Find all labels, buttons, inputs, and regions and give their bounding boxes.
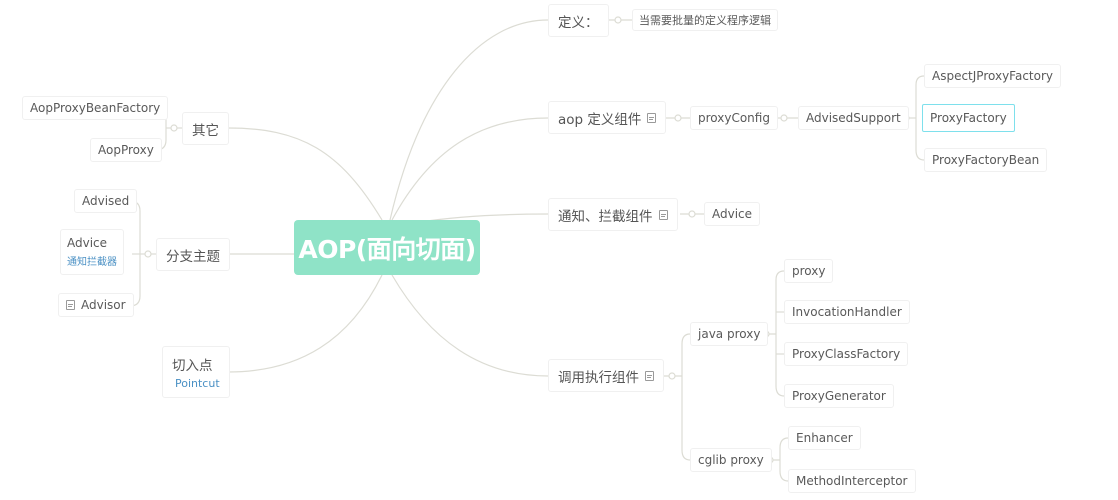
invocation-handler-node[interactable]: InvocationHandler (784, 300, 910, 324)
enhancer-node[interactable]: Enhancer (788, 426, 861, 450)
advice-label: Advice (712, 207, 753, 221)
aop-proxy-label: AopProxy (98, 143, 154, 157)
advised-support-label: AdvisedSupport (806, 111, 901, 125)
definition-child-label: 当需要批量的定义程序逻辑 (639, 14, 771, 27)
others-label: 其它 (192, 122, 219, 139)
proxy-factory-bean-node[interactable]: ProxyFactoryBean (924, 148, 1048, 172)
proxy-node[interactable]: proxy (784, 259, 834, 283)
invocation-handler-label: InvocationHandler (792, 305, 902, 319)
proxy-factory-node[interactable]: ProxyFactory (922, 104, 1015, 132)
pointcut-sublabel: Pointcut (175, 377, 220, 390)
proxy-class-factory-node[interactable]: ProxyClassFactory (784, 342, 909, 366)
cglib-proxy-node[interactable]: cglib proxy (690, 448, 772, 472)
aop-components-label: aop 定义组件 (558, 111, 642, 128)
cglib-proxy-label: cglib proxy (698, 453, 764, 467)
enhancer-label: Enhancer (796, 431, 853, 445)
advice-interceptor-label: Advice (67, 236, 108, 250)
note-icon[interactable] (66, 300, 75, 310)
proxy-class-factory-label: ProxyClassFactory (792, 347, 901, 361)
branch-subject-node[interactable]: 分支主题 (156, 238, 230, 271)
definition-child-node[interactable]: 当需要批量的定义程序逻辑 (632, 9, 778, 31)
advice-components-node[interactable]: 通知、拦截组件 (548, 198, 678, 231)
note-icon[interactable] (645, 370, 654, 381)
definition-label: 定义： (558, 14, 599, 31)
proxy-factory-label: ProxyFactory (930, 111, 1007, 125)
aop-components-node[interactable]: aop 定义组件 (548, 101, 667, 134)
method-interceptor-node[interactable]: MethodInterceptor (788, 469, 916, 493)
proxy-generator-node[interactable]: ProxyGenerator (784, 384, 894, 408)
advice-components-label: 通知、拦截组件 (558, 208, 653, 225)
aspectj-proxy-factory-node[interactable]: AspectJProxyFactory (924, 64, 1062, 88)
proxy-label: proxy (792, 264, 826, 278)
advisor-label: Advisor (81, 298, 126, 312)
pointcut-node[interactable]: 切入点 Pointcut (162, 346, 230, 398)
aop-proxy-bean-factory-node[interactable]: AopProxyBeanFactory (22, 96, 169, 120)
advisor-node[interactable]: Advisor (58, 293, 134, 317)
proxy-config-label: proxyConfig (698, 111, 770, 125)
invoke-components-label: 调用执行组件 (558, 369, 639, 386)
note-icon[interactable] (647, 112, 657, 123)
others-node[interactable]: 其它 (182, 112, 229, 145)
aspectj-proxy-factory-label: AspectJProxyFactory (932, 69, 1054, 83)
proxy-factory-bean-label: ProxyFactoryBean (932, 153, 1040, 167)
advice-node[interactable]: Advice (704, 202, 761, 226)
advised-node[interactable]: Advised (74, 189, 138, 213)
aop-proxy-bean-factory-label: AopProxyBeanFactory (30, 101, 161, 115)
advice-interceptor-node[interactable]: Advice 通知拦截器 (60, 229, 124, 275)
pointcut-label: 切入点 (172, 358, 213, 374)
method-interceptor-label: MethodInterceptor (796, 474, 908, 488)
advised-support-node[interactable]: AdvisedSupport (798, 106, 909, 130)
proxy-config-node[interactable]: proxyConfig (690, 106, 778, 130)
advised-label: Advised (82, 194, 130, 208)
note-icon[interactable] (658, 209, 668, 220)
definition-node[interactable]: 定义： (548, 4, 609, 37)
proxy-generator-label: ProxyGenerator (792, 389, 886, 403)
java-proxy-label: java proxy (698, 327, 761, 341)
branch-subject-label: 分支主题 (166, 248, 220, 265)
invoke-components-node[interactable]: 调用执行组件 (548, 359, 664, 392)
java-proxy-node[interactable]: java proxy (690, 322, 769, 346)
root-node[interactable]: AOP(面向切面) (294, 220, 480, 275)
aop-proxy-node[interactable]: AopProxy (90, 138, 162, 162)
advice-interceptor-sublabel: 通知拦截器 (67, 257, 117, 268)
